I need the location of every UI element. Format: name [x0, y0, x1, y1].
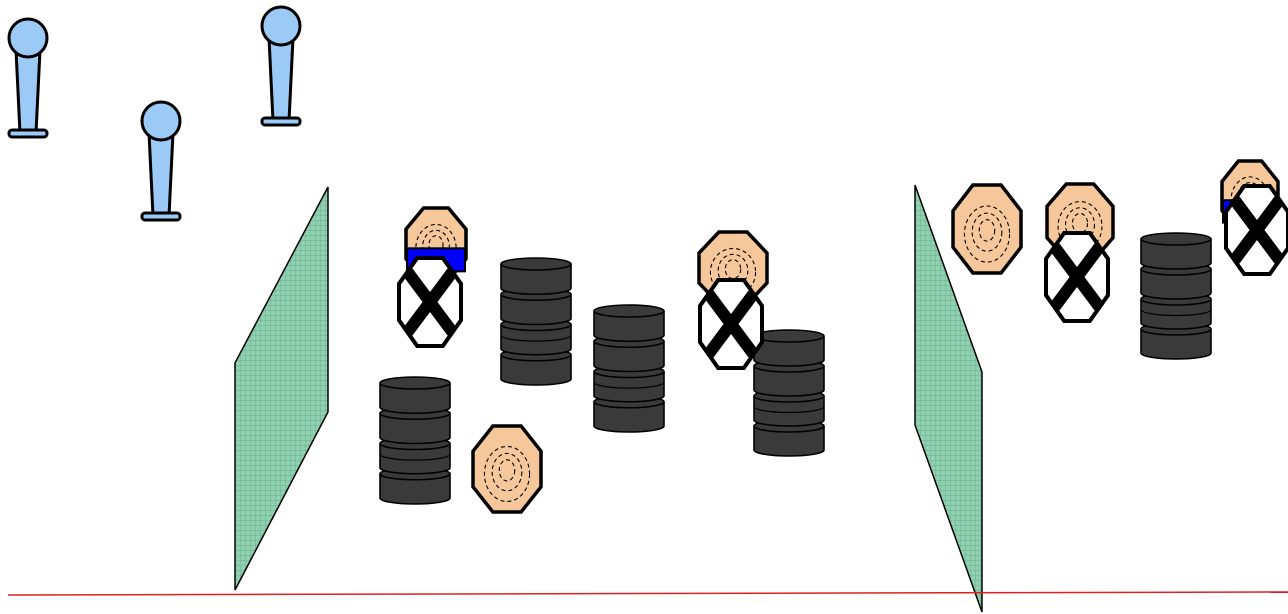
microphone-stand-3 — [262, 7, 300, 125]
floor-line — [8, 592, 1288, 595]
tire-stack-2 — [594, 305, 664, 432]
target-figure-3 — [953, 185, 1021, 273]
microphone-stand-1 — [9, 19, 47, 137]
microphone-stand-2 — [142, 102, 180, 220]
target-figure-5 — [699, 232, 767, 368]
x-marker-icon — [1226, 186, 1288, 274]
left-barrier-panel — [235, 187, 328, 590]
x-marker-icon — [1046, 233, 1108, 321]
tire-stack-5 — [1141, 233, 1211, 359]
tire-stack-4 — [380, 377, 450, 504]
target-figure-4 — [473, 426, 541, 512]
target-figure-6 — [1222, 161, 1288, 274]
tire-stack-3 — [754, 330, 824, 456]
x-marker-icon — [399, 258, 461, 346]
x-marker-icon — [700, 280, 762, 368]
target-figure-1 — [399, 208, 466, 346]
target-figure-2 — [1046, 184, 1113, 321]
tire-stack-1 — [501, 258, 571, 385]
